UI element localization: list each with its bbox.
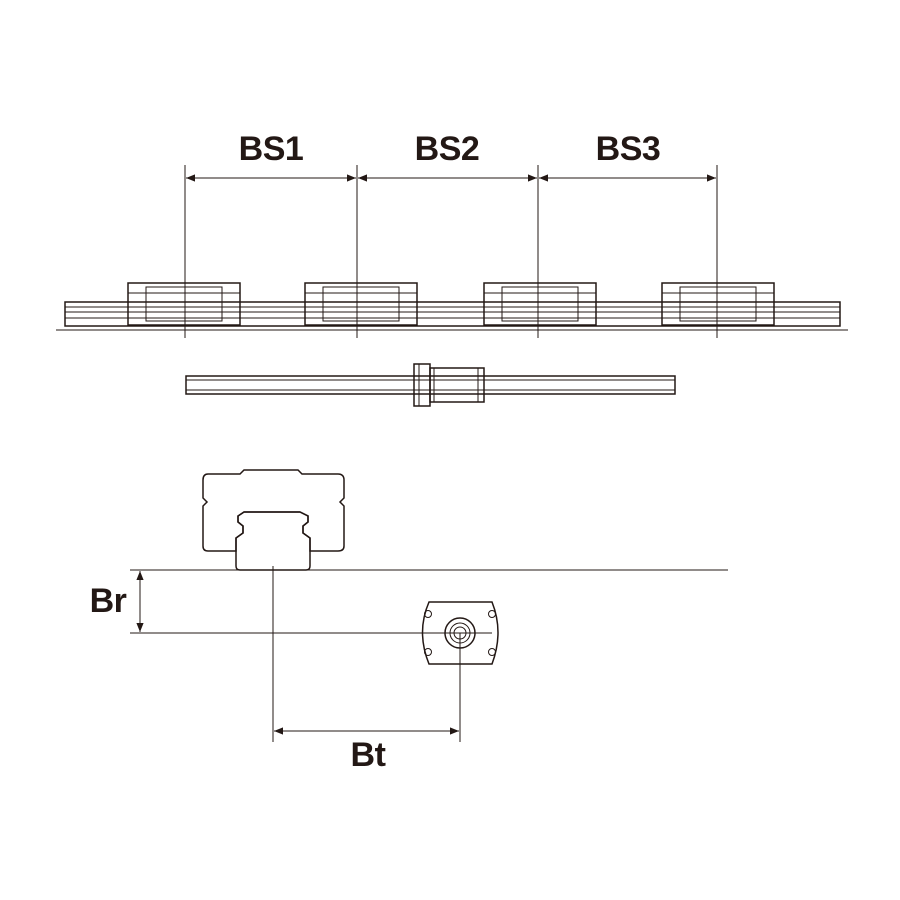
extension-lines: [184, 165, 718, 338]
bs1-label: BS1: [239, 130, 304, 168]
block-4: [661, 282, 775, 326]
bt-label: Bt: [351, 736, 386, 774]
bs2-label: BS2: [415, 130, 480, 168]
ball-screw: [185, 363, 676, 407]
nut-body: [429, 367, 485, 403]
end-view: [130, 469, 728, 742]
carriage-profile: [202, 469, 345, 552]
rail-assembly: [56, 301, 848, 331]
block-3: [483, 282, 597, 326]
block-1: [127, 282, 241, 326]
block-2: [304, 282, 418, 326]
bearing-flange: [421, 601, 499, 665]
rail-profile: [235, 511, 311, 571]
bs3-label: BS3: [596, 130, 661, 168]
br-label: Br: [90, 582, 127, 620]
rail: [64, 301, 841, 327]
nut-flange: [413, 363, 431, 407]
